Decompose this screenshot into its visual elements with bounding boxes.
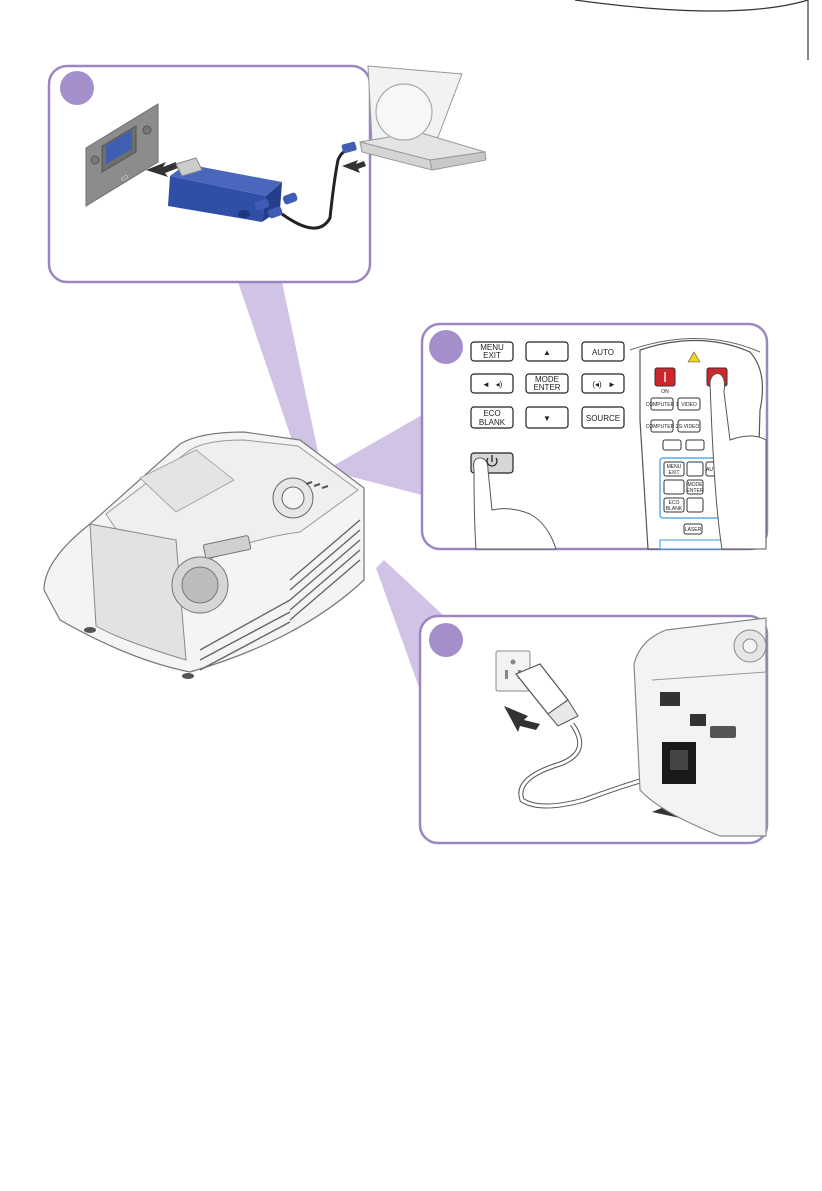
blank-label: BLANK bbox=[479, 418, 506, 427]
menu-exit-button[interactable]: MENU EXIT bbox=[471, 342, 513, 361]
remote-video-label: VIDEO bbox=[681, 402, 697, 408]
eco-label: ECO bbox=[483, 409, 500, 418]
down-button[interactable]: ▼ bbox=[526, 407, 568, 428]
remote-blank-label: BLANK bbox=[666, 506, 683, 512]
enter-label: ENTER bbox=[533, 383, 560, 392]
source-button[interactable]: SOURCE bbox=[582, 407, 624, 428]
down-arrow-icon: ▼ bbox=[543, 414, 551, 423]
remote-menu-button[interactable]: MENU EXIT bbox=[664, 462, 684, 476]
up-button[interactable]: ▲ bbox=[526, 342, 568, 361]
panel-power-cord bbox=[420, 616, 767, 843]
source-label: SOURCE bbox=[586, 414, 620, 423]
right-volume-button[interactable]: (◂) ► bbox=[582, 374, 624, 393]
exit-label: EXIT bbox=[483, 351, 501, 360]
remote-svideo-label: S-VIDEO bbox=[679, 424, 700, 430]
remote-svideo-button[interactable]: S-VIDEO bbox=[678, 420, 700, 432]
volume-down-icon: ◂) bbox=[496, 380, 503, 389]
remote-enter-label: ENTER bbox=[687, 488, 704, 494]
laptop-icon bbox=[360, 66, 486, 170]
eco-blank-button[interactable]: ECO BLANK bbox=[471, 407, 513, 428]
remote-computer2-label: COMPUTER 2 bbox=[646, 424, 679, 430]
step-badge-2 bbox=[429, 330, 463, 364]
remote-video-button[interactable]: VIDEO bbox=[678, 398, 700, 410]
panel-vga: ▭ bbox=[49, 66, 486, 282]
up-arrow-icon: ▲ bbox=[543, 348, 551, 357]
remote-laser-button[interactable]: LASER bbox=[684, 524, 702, 534]
remote-control-icon: ON ⏻ COMPUTER 1 VIDEO COMPUTER 2 S-VIDEO bbox=[630, 338, 766, 549]
left-volume-button[interactable]: ◄ ◂) bbox=[471, 374, 513, 393]
volume-up-icon: (◂) bbox=[592, 380, 602, 389]
mode-enter-button[interactable]: MODE ENTER bbox=[526, 374, 568, 393]
panel-power-off: MENU EXIT ▲ AUTO ◄ ◂) MODE ENTER bbox=[422, 324, 767, 549]
projector-icon bbox=[44, 432, 364, 679]
remote-exit-label: EXIT bbox=[668, 470, 679, 476]
page-curl-icon bbox=[575, 0, 808, 60]
beam-to-panel-1 bbox=[238, 282, 318, 452]
remote-computer1-label: COMPUTER 1 bbox=[646, 402, 679, 408]
remote-laser-label: LASER bbox=[685, 527, 702, 533]
left-arrow-icon: ◄ bbox=[482, 380, 490, 389]
remote-eco-button[interactable]: ECO BLANK bbox=[664, 498, 684, 512]
remote-on-label: ON bbox=[661, 389, 669, 395]
auto-label: AUTO bbox=[592, 348, 614, 357]
right-arrow-icon: ► bbox=[608, 380, 616, 389]
step-badge-1 bbox=[60, 71, 94, 105]
remote-mode-button[interactable]: MODE ENTER bbox=[687, 480, 704, 494]
step-badge-3 bbox=[429, 623, 463, 657]
auto-button[interactable]: AUTO bbox=[582, 342, 624, 361]
